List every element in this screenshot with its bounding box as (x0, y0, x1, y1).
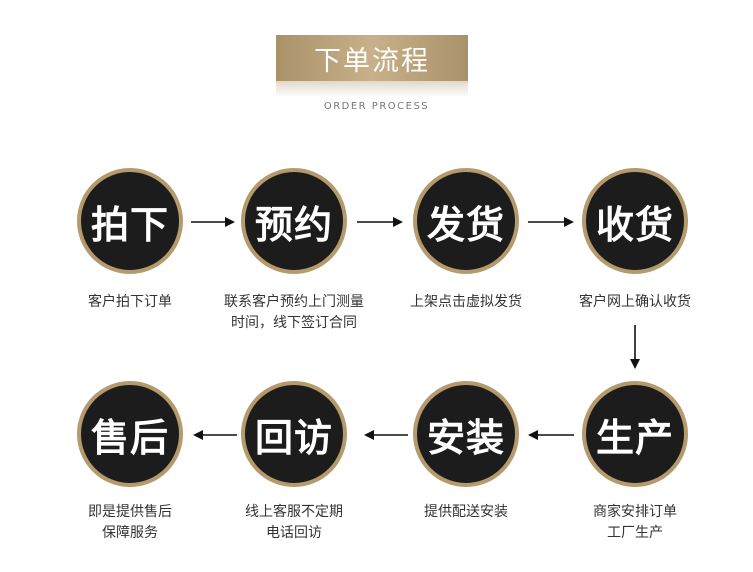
desc-line: 上架点击虚拟发货 (410, 294, 522, 310)
page-title: 下单流程 (276, 35, 468, 81)
step-description: 商家安排订单 工厂生产 (540, 502, 730, 544)
step-description: 上架点击虚拟发货 (371, 292, 561, 313)
step-description: 即是提供售后 保障服务 (35, 502, 225, 544)
step-label: 回访 (254, 415, 333, 460)
title-shadow (276, 81, 468, 97)
desc-line: 即是提供售后 (88, 504, 172, 520)
step-label: 收货 (595, 202, 674, 247)
step-label: 售后 (90, 415, 169, 460)
step-description: 提供配送安装 (371, 502, 561, 523)
step-circle-shou-hou: 售后 (77, 381, 183, 487)
arrow-right-icon (191, 217, 235, 227)
desc-line: 客户网上确认收货 (579, 294, 691, 310)
arrow-right-icon (528, 217, 574, 227)
step-circle-an-zhuang: 安装 (413, 381, 519, 487)
desc-line: 时间，线下签订合同 (231, 315, 357, 331)
step-label: 拍下 (90, 202, 169, 247)
step-description: 客户网上确认收货 (540, 292, 730, 313)
step-circle-hui-fang: 回访 (241, 381, 347, 487)
arrow-left-icon (364, 430, 408, 440)
step-label: 安装 (426, 415, 505, 460)
step-circle-shou-huo: 收货 (582, 168, 688, 274)
step-circle-sheng-chan: 生产 (582, 381, 688, 487)
desc-line: 电话回访 (266, 525, 322, 541)
desc-line: 联系客户预约上门测量 (224, 294, 364, 310)
desc-line: 客户拍下订单 (88, 294, 172, 310)
arrow-left-icon (193, 430, 237, 440)
arrow-left-icon (528, 430, 574, 440)
desc-line: 工厂生产 (607, 525, 663, 541)
arrow-down-icon (630, 325, 640, 369)
desc-line: 商家安排订单 (593, 504, 677, 520)
arrow-right-icon (357, 217, 403, 227)
desc-line: 提供配送安装 (424, 504, 508, 520)
desc-line: 保障服务 (102, 525, 158, 541)
step-label: 生产 (595, 415, 674, 460)
step-circle-yu-yue: 预约 (241, 168, 347, 274)
step-circle-fa-huo: 发货 (413, 168, 519, 274)
step-description: 客户拍下订单 (35, 292, 225, 313)
step-description: 联系客户预约上门测量 时间，线下签订合同 (199, 292, 389, 334)
step-label: 发货 (426, 202, 505, 247)
step-description: 线上客服不定期 电话回访 (199, 502, 389, 544)
step-label: 预约 (254, 202, 333, 247)
step-circle-pai-xia: 拍下 (77, 168, 183, 274)
page-subtitle: ORDER PROCESS (323, 101, 430, 112)
desc-line: 线上客服不定期 (245, 504, 343, 520)
